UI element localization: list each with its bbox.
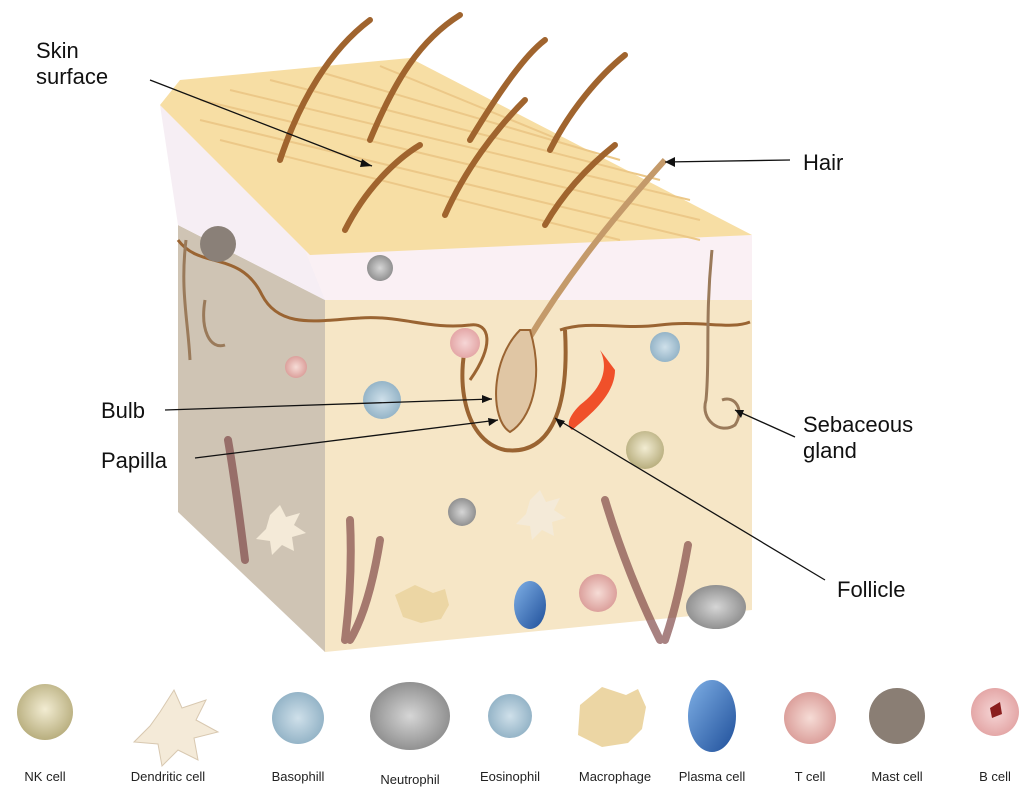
legend-label-macrophage: Macrophage <box>560 769 670 784</box>
mast-cell-icon <box>869 688 925 744</box>
t-cell-tissue <box>285 356 307 378</box>
macrophage-icon <box>578 687 646 747</box>
legend-label-basophil: Basophill <box>243 769 353 784</box>
mast-cell-tissue <box>200 226 236 262</box>
legend-label-plasma-cell: Plasma cell <box>657 769 767 784</box>
neutrophil-tissue <box>367 255 393 281</box>
b-cell-tissue <box>450 328 480 358</box>
label-bulb: Bulb <box>101 398 145 424</box>
eosinophil-tissue <box>650 332 680 362</box>
neutrophil-tissue-2 <box>448 498 476 526</box>
label-papilla: Papilla <box>101 448 167 474</box>
legend-label-eosinophil: Eosinophil <box>455 769 565 784</box>
label-follicle: Follicle <box>837 577 905 603</box>
legend-label-mast-cell: Mast cell <box>842 769 952 784</box>
t-cell-icon <box>784 692 836 744</box>
dermis-side-face <box>178 225 325 652</box>
basophil-tissue <box>363 381 401 419</box>
legend-label-nk-cell: NK cell <box>0 769 100 784</box>
eosinophil-icon <box>488 694 532 738</box>
plasma-cell-tissue <box>514 581 546 629</box>
dendritic-cell-icon <box>134 690 218 766</box>
neutrophil-icon <box>370 682 450 750</box>
legend-label-dendritic-cell: Dendritic cell <box>113 769 223 784</box>
legend-label-neutrophil: Neutrophil <box>355 772 465 787</box>
label-skin-surface: Skin surface <box>36 38 108 90</box>
plasma-cell-icon <box>688 680 736 752</box>
label-hair: Hair <box>803 150 843 176</box>
legend-icons <box>17 680 1019 766</box>
basophil-icon <box>272 692 324 744</box>
nk-cell-icon <box>17 684 73 740</box>
neutrophil-tissue-3 <box>686 585 746 629</box>
legend-label-b-cell: B cell <box>940 769 1024 784</box>
label-sebaceous-gland: Sebaceous gland <box>803 412 913 464</box>
t-cell-tissue-2 <box>579 574 617 612</box>
